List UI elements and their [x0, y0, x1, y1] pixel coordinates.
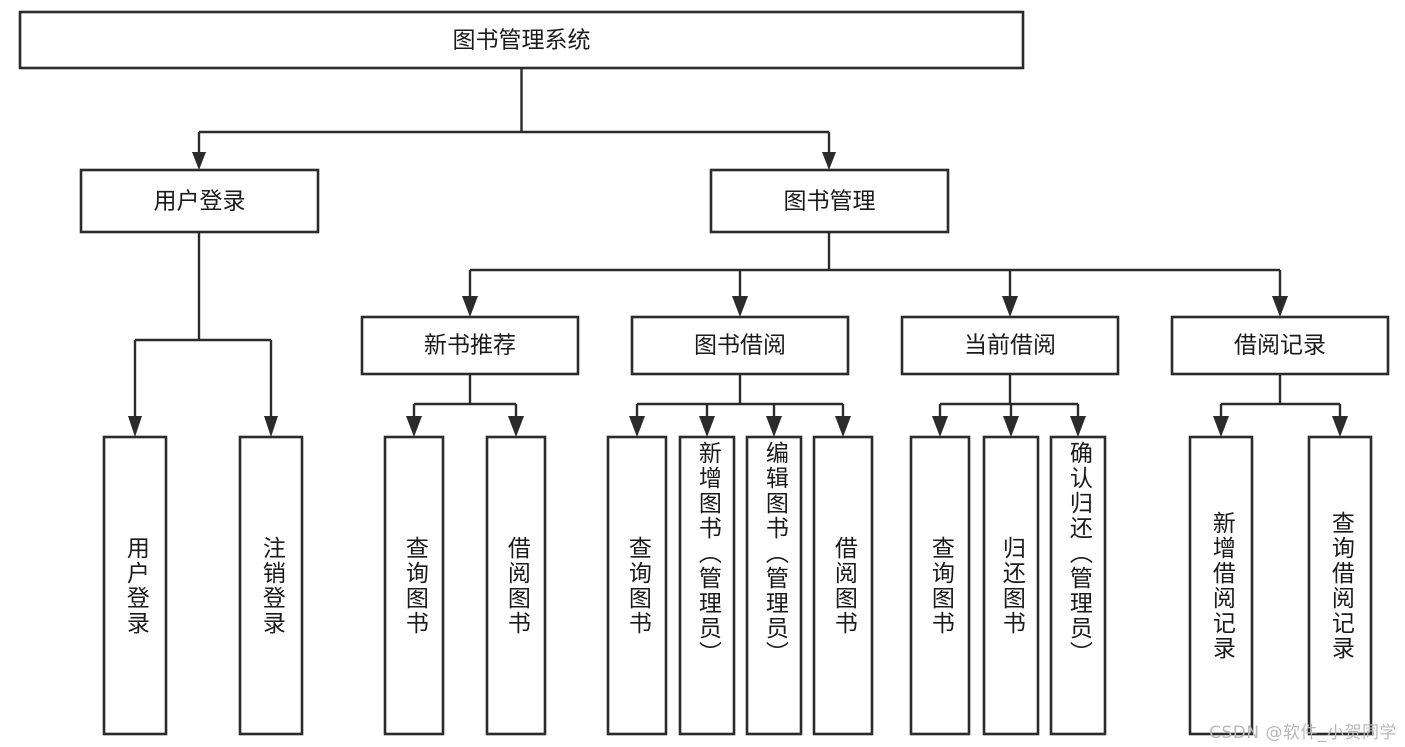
- node-root-label: 图书管理系统: [453, 28, 591, 54]
- node-leaf-query-borrow-record-box[interactable]: [1307, 435, 1373, 736]
- arrowhead-leaf-edit-book: [766, 416, 782, 437]
- arrowhead-user-login: [192, 152, 206, 170]
- connector-group-userlogin-to-leaves: [128, 232, 278, 437]
- arrowhead-leaf-query-book-borrow: [629, 416, 645, 437]
- connector-group-bookborrow-to-leaves: [629, 374, 851, 437]
- arrowhead-book-borrow: [732, 296, 748, 317]
- node-leaf-query-book-borrow-box[interactable]: [606, 435, 668, 736]
- arrowhead-leaf-logout: [264, 416, 278, 437]
- connector-group-newbookrec-to-leaves: [406, 374, 524, 437]
- node-l3-borrow-record[interactable]: 借阅记录: [1170, 315, 1390, 376]
- node-l2-user-login-label: 用户登录: [154, 189, 246, 215]
- node-leaf-edit-book-box[interactable]: [745, 435, 803, 736]
- connector-group-currentborrow-to-leaves: [932, 374, 1086, 437]
- node-l2-user-login-box[interactable]: [79, 168, 320, 234]
- arrowhead-leaf-return-book: [1003, 416, 1019, 437]
- node-leaf-logout-box[interactable]: [238, 435, 304, 736]
- arrowhead-leaf-add-book: [699, 416, 715, 437]
- arrowhead-leaf-query-book-rec: [406, 416, 422, 437]
- node-l2-book-manage-box[interactable]: [709, 168, 950, 234]
- node-root-box[interactable]: [18, 10, 1025, 70]
- node-l3-book-borrow[interactable]: 图书借阅: [630, 315, 850, 376]
- connector-group-borrowrecord-to-leaves: [1213, 374, 1348, 437]
- node-leaf-query-book-cur-box[interactable]: [909, 435, 971, 736]
- arrowhead-leaf-user-login: [128, 416, 142, 437]
- node-leaf-user-login-box[interactable]: [102, 435, 168, 736]
- node-l2-user-login[interactable]: 用户登录: [79, 168, 320, 234]
- arrowhead-leaf-borrow-book-rec: [508, 416, 524, 437]
- arrowhead-current-borrow: [1002, 296, 1018, 317]
- arrowhead-leaf-add-borrow-record: [1213, 416, 1229, 437]
- node-l3-borrow-record-box[interactable]: [1170, 315, 1390, 376]
- node-leaf-query-book-rec-box[interactable]: [383, 435, 445, 736]
- arrowhead-leaf-confirm-return: [1070, 416, 1086, 437]
- node-l2-book-manage-label: 图书管理: [784, 189, 876, 215]
- node-l3-current-borrow-label: 当前借阅: [964, 333, 1056, 359]
- connector-group-root-to-level2: [192, 68, 836, 170]
- arrowhead-leaf-query-borrow-record: [1332, 416, 1348, 437]
- node-l3-current-borrow[interactable]: 当前借阅: [900, 315, 1120, 376]
- csdn-watermark: CSDN @软件_小贺同学: [1209, 723, 1397, 743]
- connector-group-bookmanage-to-level3: [462, 232, 1288, 317]
- node-leaf-add-borrow-record-box[interactable]: [1188, 435, 1254, 736]
- node-leaf-return-book-box[interactable]: [982, 435, 1040, 736]
- node-l3-book-borrow-box[interactable]: [630, 315, 850, 376]
- node-leaf-borrow-book-rec-box[interactable]: [485, 435, 547, 736]
- node-leaf-add-book-box[interactable]: [678, 435, 736, 736]
- node-l3-current-borrow-box[interactable]: [900, 315, 1120, 376]
- arrowhead-leaf-borrow-book: [835, 416, 851, 437]
- arrowhead-new-book-rec: [462, 296, 478, 317]
- node-l3-new-book-rec[interactable]: 新书推荐: [360, 315, 580, 376]
- node-l3-new-book-rec-box[interactable]: [360, 315, 580, 376]
- node-l2-book-manage[interactable]: 图书管理: [709, 168, 950, 234]
- arrowhead-leaf-query-book-cur: [932, 416, 948, 437]
- arrowhead-borrow-record: [1272, 296, 1288, 317]
- arrowhead-book-manage: [822, 152, 836, 170]
- node-root[interactable]: 图书管理系统: [18, 10, 1025, 70]
- node-l3-borrow-record-label: 借阅记录: [1234, 333, 1326, 359]
- node-l3-book-borrow-label: 图书借阅: [694, 333, 786, 359]
- node-l3-new-book-rec-label: 新书推荐: [424, 333, 516, 359]
- leaf-box-group: [102, 435, 1373, 736]
- node-leaf-confirm-return-box[interactable]: [1049, 435, 1107, 736]
- node-leaf-borrow-book-box[interactable]: [812, 435, 874, 736]
